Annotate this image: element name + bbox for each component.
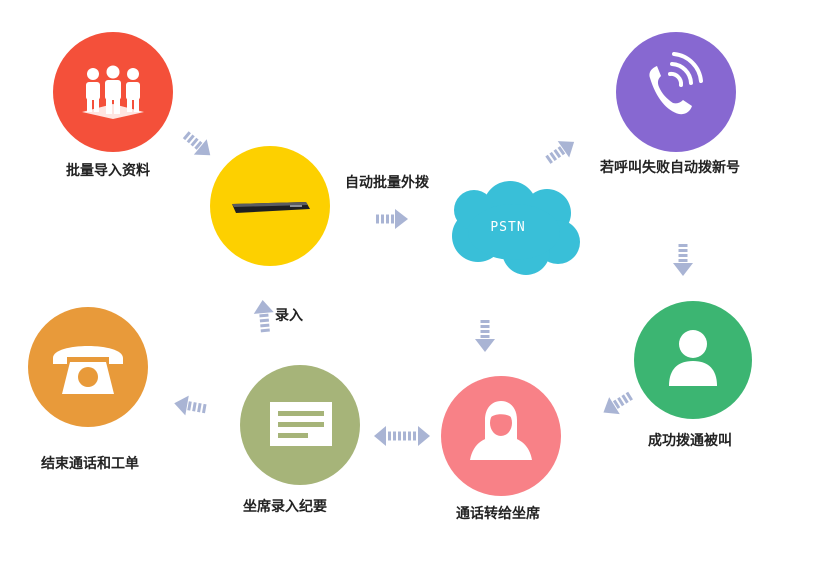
phone-call-icon [649, 52, 703, 115]
people-icon [82, 65, 144, 119]
node-end [28, 307, 148, 427]
agent-icon [470, 401, 532, 460]
arrow-record-to-server [252, 299, 276, 333]
node-import [53, 32, 173, 152]
pstn-label: PSTN [490, 220, 525, 235]
server-icon [232, 202, 310, 213]
arrow-record-to-end [172, 393, 208, 419]
import-label: 批量导入资料 [66, 163, 150, 179]
success-label: 成功拨通被叫 [648, 433, 732, 449]
arrow-retry-to-success [673, 244, 693, 276]
node-pstn: PSTN [452, 181, 580, 275]
arrow-import-to-server [179, 127, 217, 163]
arrow-success-to-transfer [598, 387, 636, 421]
arrow-pstn-to-retry [542, 133, 580, 169]
node-record [240, 365, 360, 485]
node-server [210, 146, 330, 266]
server-label: 自动批量外拨 [345, 175, 429, 191]
arrow-pstn-to-transfer [475, 320, 495, 352]
retry-label: 若呼叫失败自动拨新号 [600, 160, 740, 176]
telephone-icon [53, 346, 123, 394]
retry-circle [616, 32, 736, 152]
cloud-icon [452, 181, 580, 275]
transfer-label: 通话转给坐席 [456, 506, 540, 522]
record-label: 坐席录入纪要 [243, 499, 327, 515]
person-icon [669, 330, 717, 386]
node-retry [616, 32, 736, 152]
end-label: 结束通话和工单 [41, 456, 139, 472]
arrow-server-to-pstn [376, 209, 408, 229]
record-to-server-label: 录入 [275, 308, 303, 324]
node-transfer [441, 376, 561, 496]
node-success [634, 301, 752, 419]
document-icon [270, 402, 332, 446]
arrow-transfer-record [374, 426, 430, 446]
success-circle [634, 301, 752, 419]
